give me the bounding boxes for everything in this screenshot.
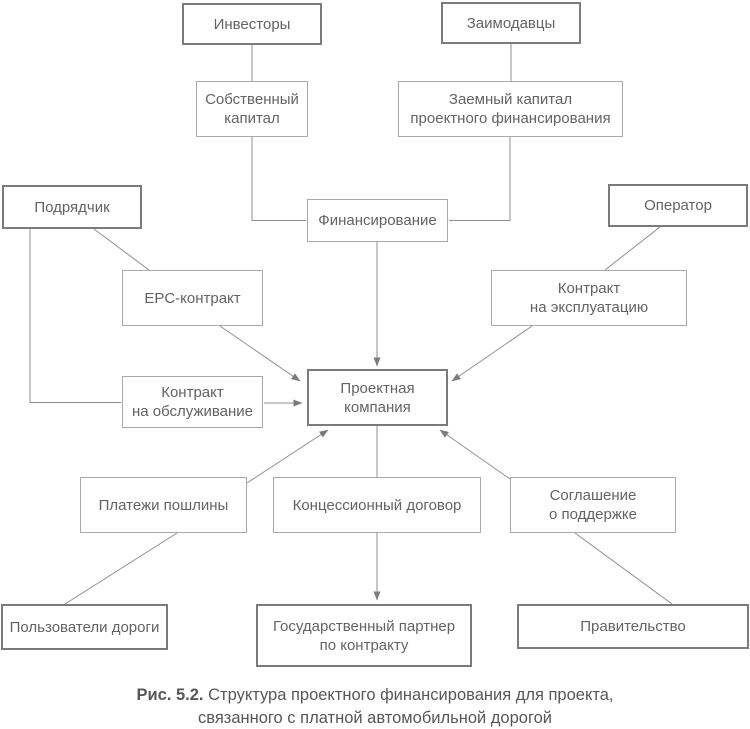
edge-contractor-epc bbox=[93, 228, 150, 271]
node-lenders: Заимодавцы bbox=[441, 2, 581, 44]
figure-caption: Рис. 5.2. Структура проектного финансиро… bbox=[0, 684, 750, 729]
figure-caption-text: Структура проектного финансирования для … bbox=[197, 686, 614, 727]
edge-operation-pc bbox=[451, 325, 533, 382]
figure-number: Рис. 5.2. bbox=[136, 686, 204, 704]
edge-support-pc bbox=[439, 429, 511, 480]
node-concession-agreement: Концессионный договор bbox=[273, 477, 481, 533]
edge-toll-pc bbox=[246, 429, 329, 484]
edge-operator-operation bbox=[604, 226, 661, 271]
node-maintenance-contract: Контракт на обслуживание bbox=[122, 376, 263, 428]
node-support-agreement: Соглашение о поддержке bbox=[510, 477, 676, 533]
edge-equity-financing bbox=[251, 137, 306, 221]
node-epc-contract: EPC-контракт bbox=[122, 270, 263, 326]
node-state-partner: Государственный партнер по контракту bbox=[256, 604, 472, 667]
node-road-users: Пользователи дороги bbox=[1, 604, 168, 650]
node-debt-capital: Заемный капитал проектного финансировани… bbox=[398, 81, 623, 137]
node-financing: Финансирование bbox=[307, 199, 448, 242]
node-government: Правительство bbox=[517, 604, 749, 649]
node-project-company: Проектная компания bbox=[307, 369, 448, 426]
node-equity-capital: Собственный капитал bbox=[196, 81, 308, 137]
edge-roadusers-toll bbox=[64, 532, 178, 605]
node-contractor: Подрядчик bbox=[2, 185, 142, 229]
node-toll-payments: Платежи пошлины bbox=[80, 477, 247, 533]
node-operator: Оператор bbox=[608, 184, 748, 227]
edge-contractor-maintenance bbox=[29, 229, 121, 403]
edge-support-government bbox=[574, 532, 673, 605]
node-investors: Инвесторы bbox=[182, 3, 322, 45]
edge-epc-pc bbox=[219, 325, 301, 382]
edge-debt-financing bbox=[449, 137, 511, 221]
node-operation-contract: Контракт на эксплуатацию bbox=[491, 270, 687, 326]
